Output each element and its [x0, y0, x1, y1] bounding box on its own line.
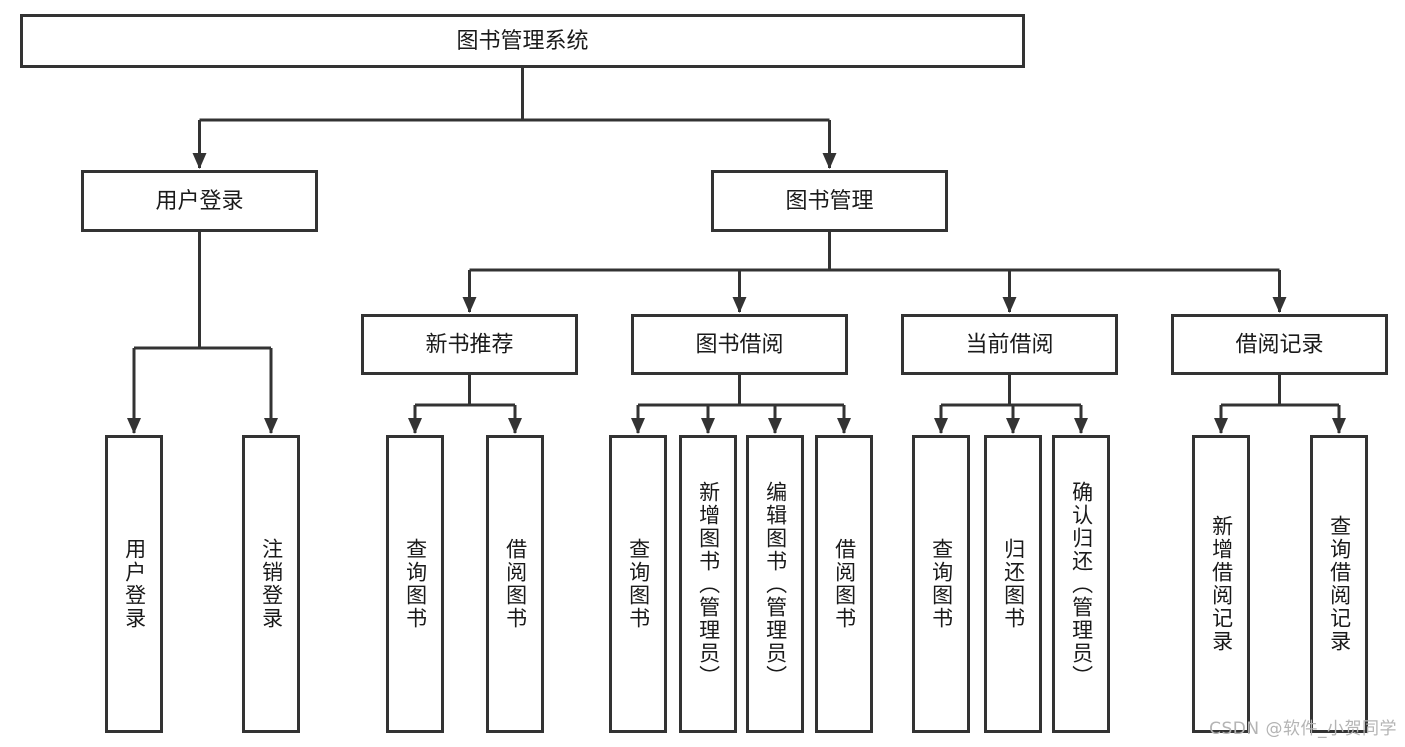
node-label-借阅记录-l3: 借阅记录: [1235, 333, 1323, 358]
arrow-head-icon-leaf: [264, 418, 278, 434]
node-label-新书推荐-l3: 新书推荐: [425, 333, 513, 358]
leaf-box-查询图书-2[interactable]: [386, 435, 444, 733]
node-box-图书管理系统[interactable]: [20, 14, 1025, 68]
node-label-图书管理-l2: 图书管理: [785, 189, 873, 214]
leaf-box-查询借阅记录-12[interactable]: [1310, 435, 1368, 733]
arrow-head-icon-图书借阅: [732, 297, 747, 313]
arrow-head-icon-leaf: [408, 418, 422, 434]
node-label-图书管理系统: 图书管理系统: [456, 29, 588, 54]
arrow-head-icon-leaf: [127, 418, 141, 434]
arrow-head-icon-借阅记录: [1272, 297, 1287, 313]
arrow-head-icon-用户登录: [192, 153, 207, 169]
arrow-head-icon-leaf: [837, 418, 851, 434]
csdn-watermark: CSDN @软件_小贺同学: [1209, 719, 1397, 739]
node-box-新书推荐-l3[interactable]: [361, 314, 578, 375]
leaf-box-查询图书-4[interactable]: [609, 435, 667, 733]
leaf-box-注销登录-1[interactable]: [242, 435, 300, 733]
leaf-box-编辑图书管理员-6[interactable]: [746, 435, 804, 733]
arrow-head-icon-leaf: [934, 418, 948, 434]
arrow-head-icon-leaf: [508, 418, 522, 434]
node-box-图书管理-l2[interactable]: [711, 170, 948, 232]
arrow-head-icon-leaf: [1006, 418, 1020, 434]
boxes-layer: [20, 14, 1388, 733]
arrow-head-icon-leaf: [1214, 418, 1228, 434]
node-box-图书借阅-l3[interactable]: [631, 314, 848, 375]
leaf-box-归还图书-9[interactable]: [984, 435, 1042, 733]
arrow-head-icon-新书推荐: [462, 297, 477, 313]
node-box-当前借阅-l3[interactable]: [901, 314, 1118, 375]
leaf-box-借阅图书-3[interactable]: [486, 435, 544, 733]
node-label-图书借阅-l3: 图书借阅: [695, 333, 783, 358]
node-label-当前借阅-l3: 当前借阅: [965, 333, 1053, 358]
leaf-box-确认归还管理员-10[interactable]: [1052, 435, 1110, 733]
leaf-box-用户登录-0[interactable]: [105, 435, 163, 733]
arrow-head-icon-当前借阅: [1002, 297, 1017, 313]
leaf-box-新增图书管理员-5[interactable]: [679, 435, 737, 733]
node-box-用户登录-l2[interactable]: [81, 170, 318, 232]
arrow-head-icon-leaf: [1074, 418, 1088, 434]
leaf-box-新增借阅记录-11[interactable]: [1192, 435, 1250, 733]
arrow-head-icon-leaf: [631, 418, 645, 434]
connectors-layer: [127, 68, 1346, 434]
node-box-借阅记录-l3[interactable]: [1171, 314, 1388, 375]
arrow-head-icon-leaf: [1332, 418, 1346, 434]
arrow-head-icon-leaf: [701, 418, 715, 434]
leaf-box-查询图书-8[interactable]: [912, 435, 970, 733]
arrow-head-icon-leaf: [768, 418, 782, 434]
node-label-用户登录-l2: 用户登录: [155, 189, 243, 214]
leaf-box-借阅图书-7[interactable]: [815, 435, 873, 733]
arrow-head-icon-图书管理: [822, 153, 837, 169]
